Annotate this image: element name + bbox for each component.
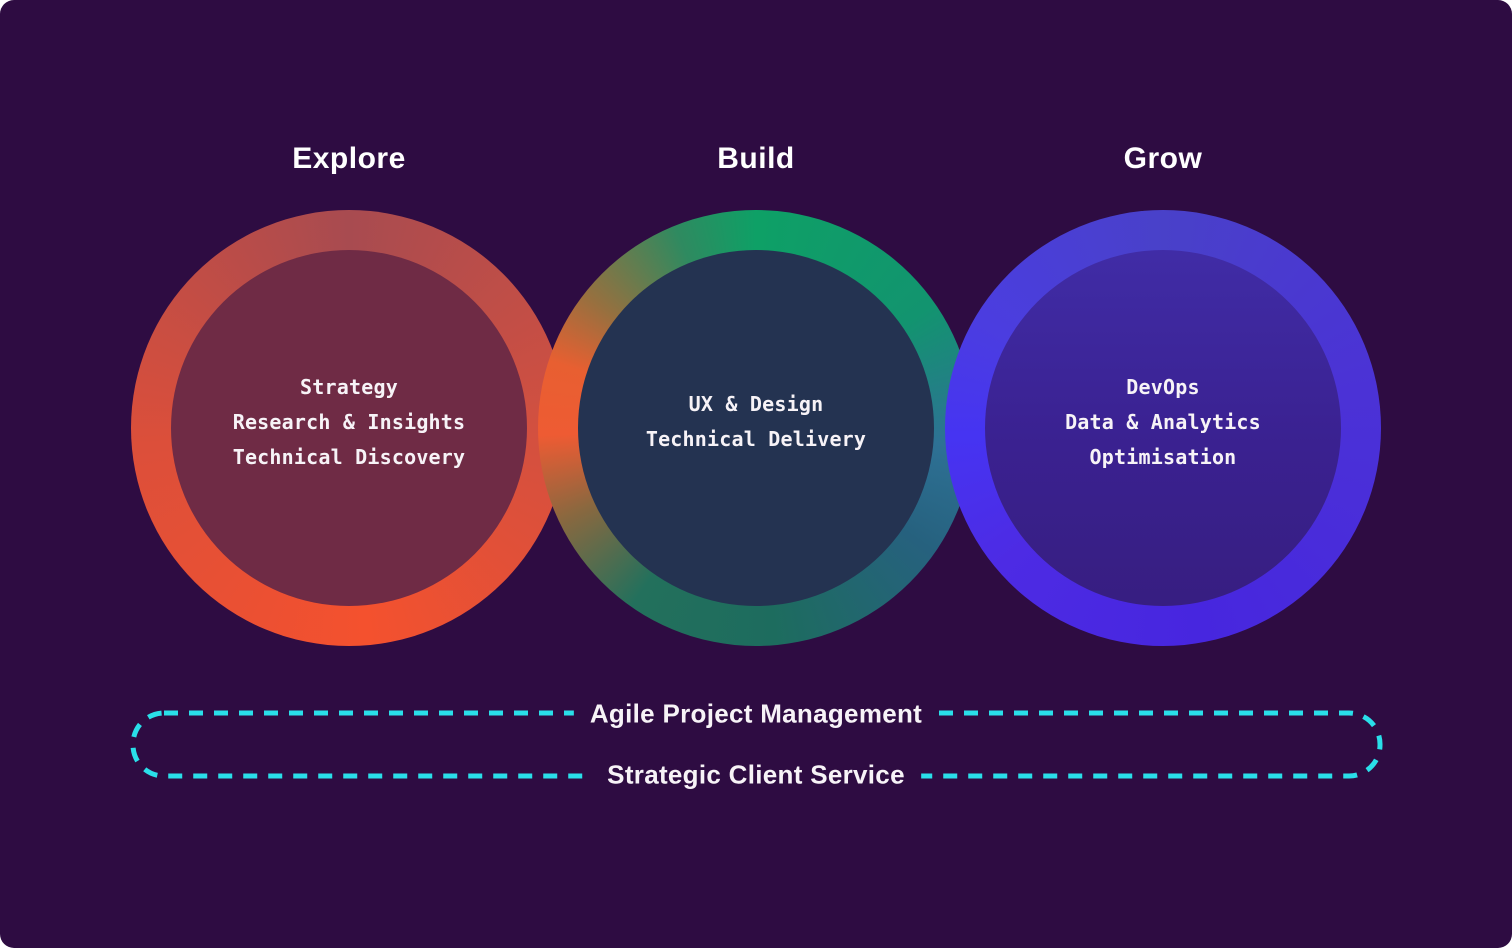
banner-label-strategic: Strategic Client Service xyxy=(591,757,921,793)
service-item: Data & Analytics xyxy=(1065,409,1261,434)
stage-title-explore: Explore xyxy=(292,142,406,175)
stage-title-build: Build xyxy=(717,142,795,175)
service-item: DevOps xyxy=(1126,374,1200,399)
service-item: Strategy xyxy=(300,374,398,399)
service-item: Technical Discovery xyxy=(232,444,466,469)
banner-label-agile: Agile Project Management xyxy=(573,696,939,732)
service-item: Research & Insights xyxy=(232,409,466,434)
dashed-pill-border xyxy=(130,710,1383,779)
service-item: UX & Design xyxy=(688,392,824,416)
service-item: Optimisation xyxy=(1089,444,1237,469)
service-item: Technical Delivery xyxy=(645,427,867,451)
stage-title-grow: Grow xyxy=(1123,142,1203,175)
